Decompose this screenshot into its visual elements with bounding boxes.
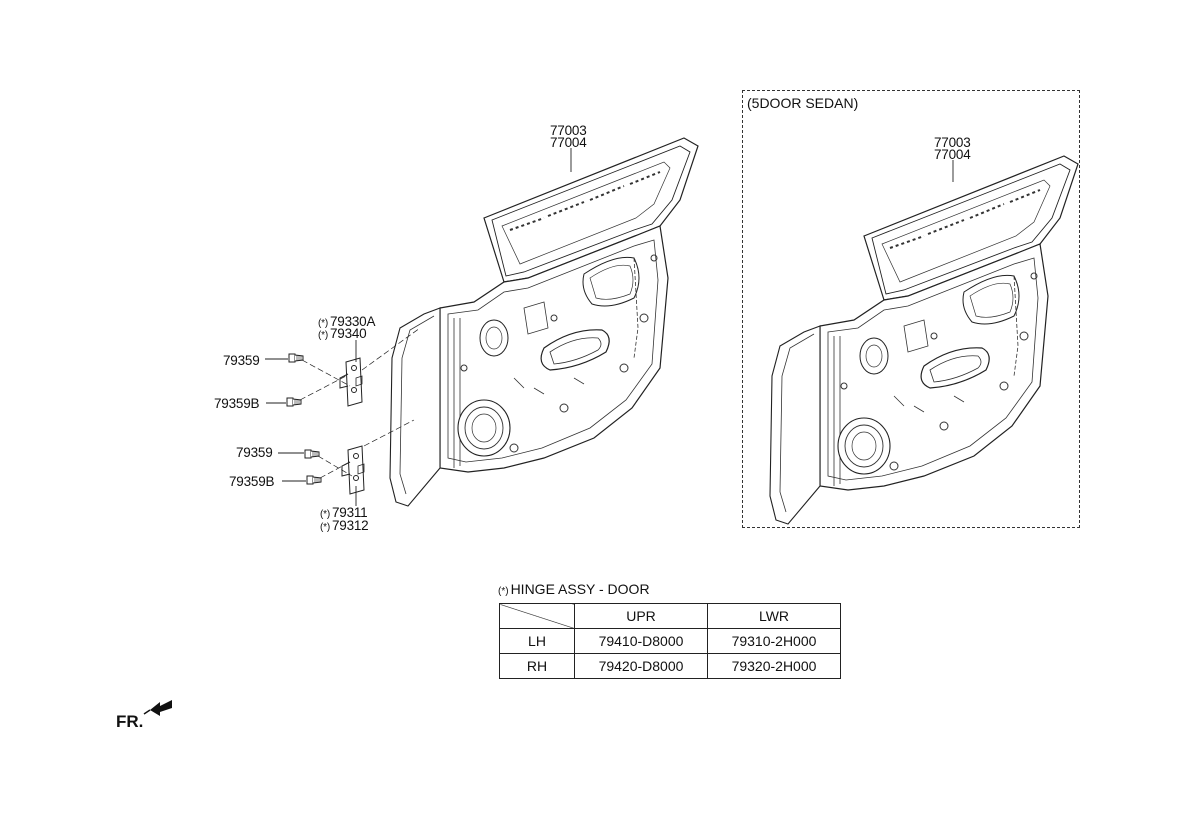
sedan-part-number-77004: 77004 bbox=[934, 147, 971, 162]
table-corner-cell bbox=[499, 603, 575, 629]
part-number-lwr: 79320-2H000 bbox=[707, 653, 841, 679]
column-header-upr: UPR bbox=[574, 603, 708, 629]
row-side: RH bbox=[499, 653, 575, 679]
part-number-77004: 77004 bbox=[550, 135, 587, 150]
lower-bolt-icon bbox=[304, 449, 320, 459]
part-number-79359b-upper: 79359B bbox=[214, 396, 260, 411]
part-number-79359-upper: 79359 bbox=[223, 353, 260, 368]
part-number-77003: 77003 bbox=[550, 123, 587, 138]
rear-door-panel-left bbox=[389, 137, 699, 507]
lower-hinge-label-b: (*)79312 bbox=[320, 519, 369, 534]
part-number-79359-lower: 79359 bbox=[236, 445, 273, 460]
table-row: LH 79410-D8000 79310-2H000 bbox=[499, 628, 841, 654]
assy-mark: (*) bbox=[318, 318, 328, 329]
row-side: LH bbox=[499, 628, 575, 654]
part-number-79340: 79340 bbox=[329, 326, 367, 341]
lower-hinge-label-a: (*)79311 bbox=[320, 506, 368, 521]
lower-hinge-icon bbox=[341, 445, 365, 495]
front-direction-label: FR. bbox=[116, 712, 144, 731]
front-arrow-icon bbox=[143, 700, 172, 716]
column-header-lwr: LWR bbox=[707, 603, 841, 629]
assy-mark: (*) bbox=[320, 509, 330, 520]
upper-hinge-label-a: (*)79330A bbox=[318, 314, 376, 330]
upper-hinge-label-b: (*)79340 bbox=[318, 327, 367, 342]
table-row: RH 79420-D8000 79320-2H000 bbox=[499, 653, 841, 679]
sedan-variant-title: (5DOOR SEDAN) bbox=[747, 95, 859, 111]
table-header-row: UPR LWR bbox=[499, 603, 841, 629]
assy-mark: (*) bbox=[498, 586, 509, 597]
part-number-lwr: 79310-2H000 bbox=[707, 628, 841, 654]
hinge-assy-note-text: HINGE ASSY - DOOR bbox=[510, 581, 650, 597]
part-number-79359b-lower: 79359B bbox=[229, 474, 275, 489]
part-number-upr: 79410-D8000 bbox=[574, 628, 708, 654]
upper-bolt-icon bbox=[288, 353, 304, 363]
sedan-variant-box bbox=[742, 90, 1080, 528]
part-number-79311: 79311 bbox=[331, 505, 368, 520]
assy-mark: (*) bbox=[318, 330, 328, 341]
hinge-assy-table: UPR LWR LH 79410-D8000 79310-2H000 RH 79… bbox=[499, 603, 841, 679]
part-number-79330a: 79330A bbox=[329, 314, 376, 329]
assy-mark: (*) bbox=[320, 522, 330, 533]
part-number-79312: 79312 bbox=[331, 518, 369, 533]
upper-bolt-b-icon bbox=[286, 397, 302, 407]
hinge-assy-note: (*)HINGE ASSY - DOOR bbox=[498, 581, 650, 597]
lower-bolt-b-icon bbox=[306, 475, 322, 485]
sedan-part-number-77003: 77003 bbox=[934, 135, 971, 150]
part-number-upr: 79420-D8000 bbox=[574, 653, 708, 679]
